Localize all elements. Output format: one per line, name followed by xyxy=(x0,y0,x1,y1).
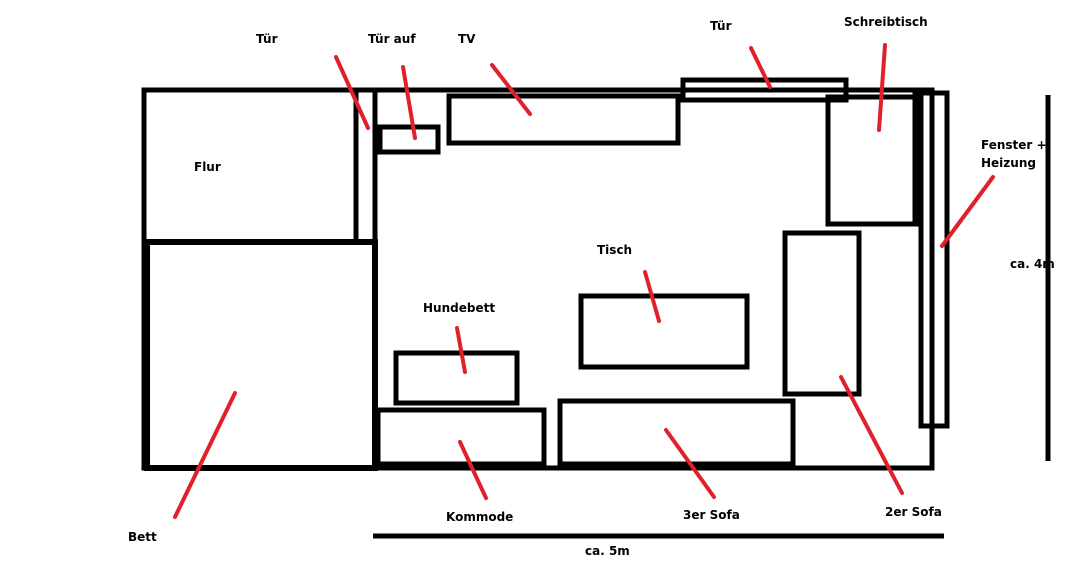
desk-shape xyxy=(825,94,919,227)
label-dog-bed: Hundebett xyxy=(423,301,495,315)
pointer-dog-bed xyxy=(455,326,467,374)
pointer-door-open xyxy=(401,65,417,140)
label-width: ca. 5m xyxy=(585,544,630,558)
label-door-open: Tür auf xyxy=(368,32,416,46)
table-shape xyxy=(578,293,750,370)
label-door-left: Tür xyxy=(256,32,278,46)
pointer-door-left xyxy=(334,55,370,130)
label-height: ca. 4m xyxy=(1010,257,1055,271)
pointer-sofa3 xyxy=(664,428,716,499)
sofa3-shape xyxy=(557,398,796,467)
pointer-sofa2 xyxy=(839,375,904,495)
tv-shape xyxy=(446,93,681,146)
dresser-shape xyxy=(375,407,547,467)
label-tv: TV xyxy=(458,32,476,46)
window-heater-shape xyxy=(918,90,950,429)
label-bed: Bett xyxy=(128,530,157,544)
pointer-window xyxy=(940,175,995,248)
label-window-line2: Heizung xyxy=(981,156,1036,170)
label-door-top: Tür xyxy=(710,19,732,33)
open-door-shape xyxy=(377,124,441,155)
pointer-dresser xyxy=(458,440,488,500)
pointer-bed xyxy=(173,391,237,519)
label-desk: Schreibtisch xyxy=(844,15,928,29)
label-sofa2: 2er Sofa xyxy=(885,505,942,519)
label-window-line1: Fenster + xyxy=(981,138,1047,152)
sofa2-shape xyxy=(782,230,862,397)
label-table: Tisch xyxy=(597,243,632,257)
bed-shape xyxy=(144,239,378,471)
pointer-tv xyxy=(490,63,532,116)
label-sofa3: 3er Sofa xyxy=(683,508,740,522)
dog-bed-shape xyxy=(393,350,520,406)
label-dresser: Kommode xyxy=(446,510,513,524)
label-hall: Flur xyxy=(194,160,221,174)
hall-area xyxy=(141,87,378,245)
pointer-table xyxy=(643,270,661,323)
pointer-desk xyxy=(877,43,887,132)
pointer-door-top xyxy=(749,46,772,89)
